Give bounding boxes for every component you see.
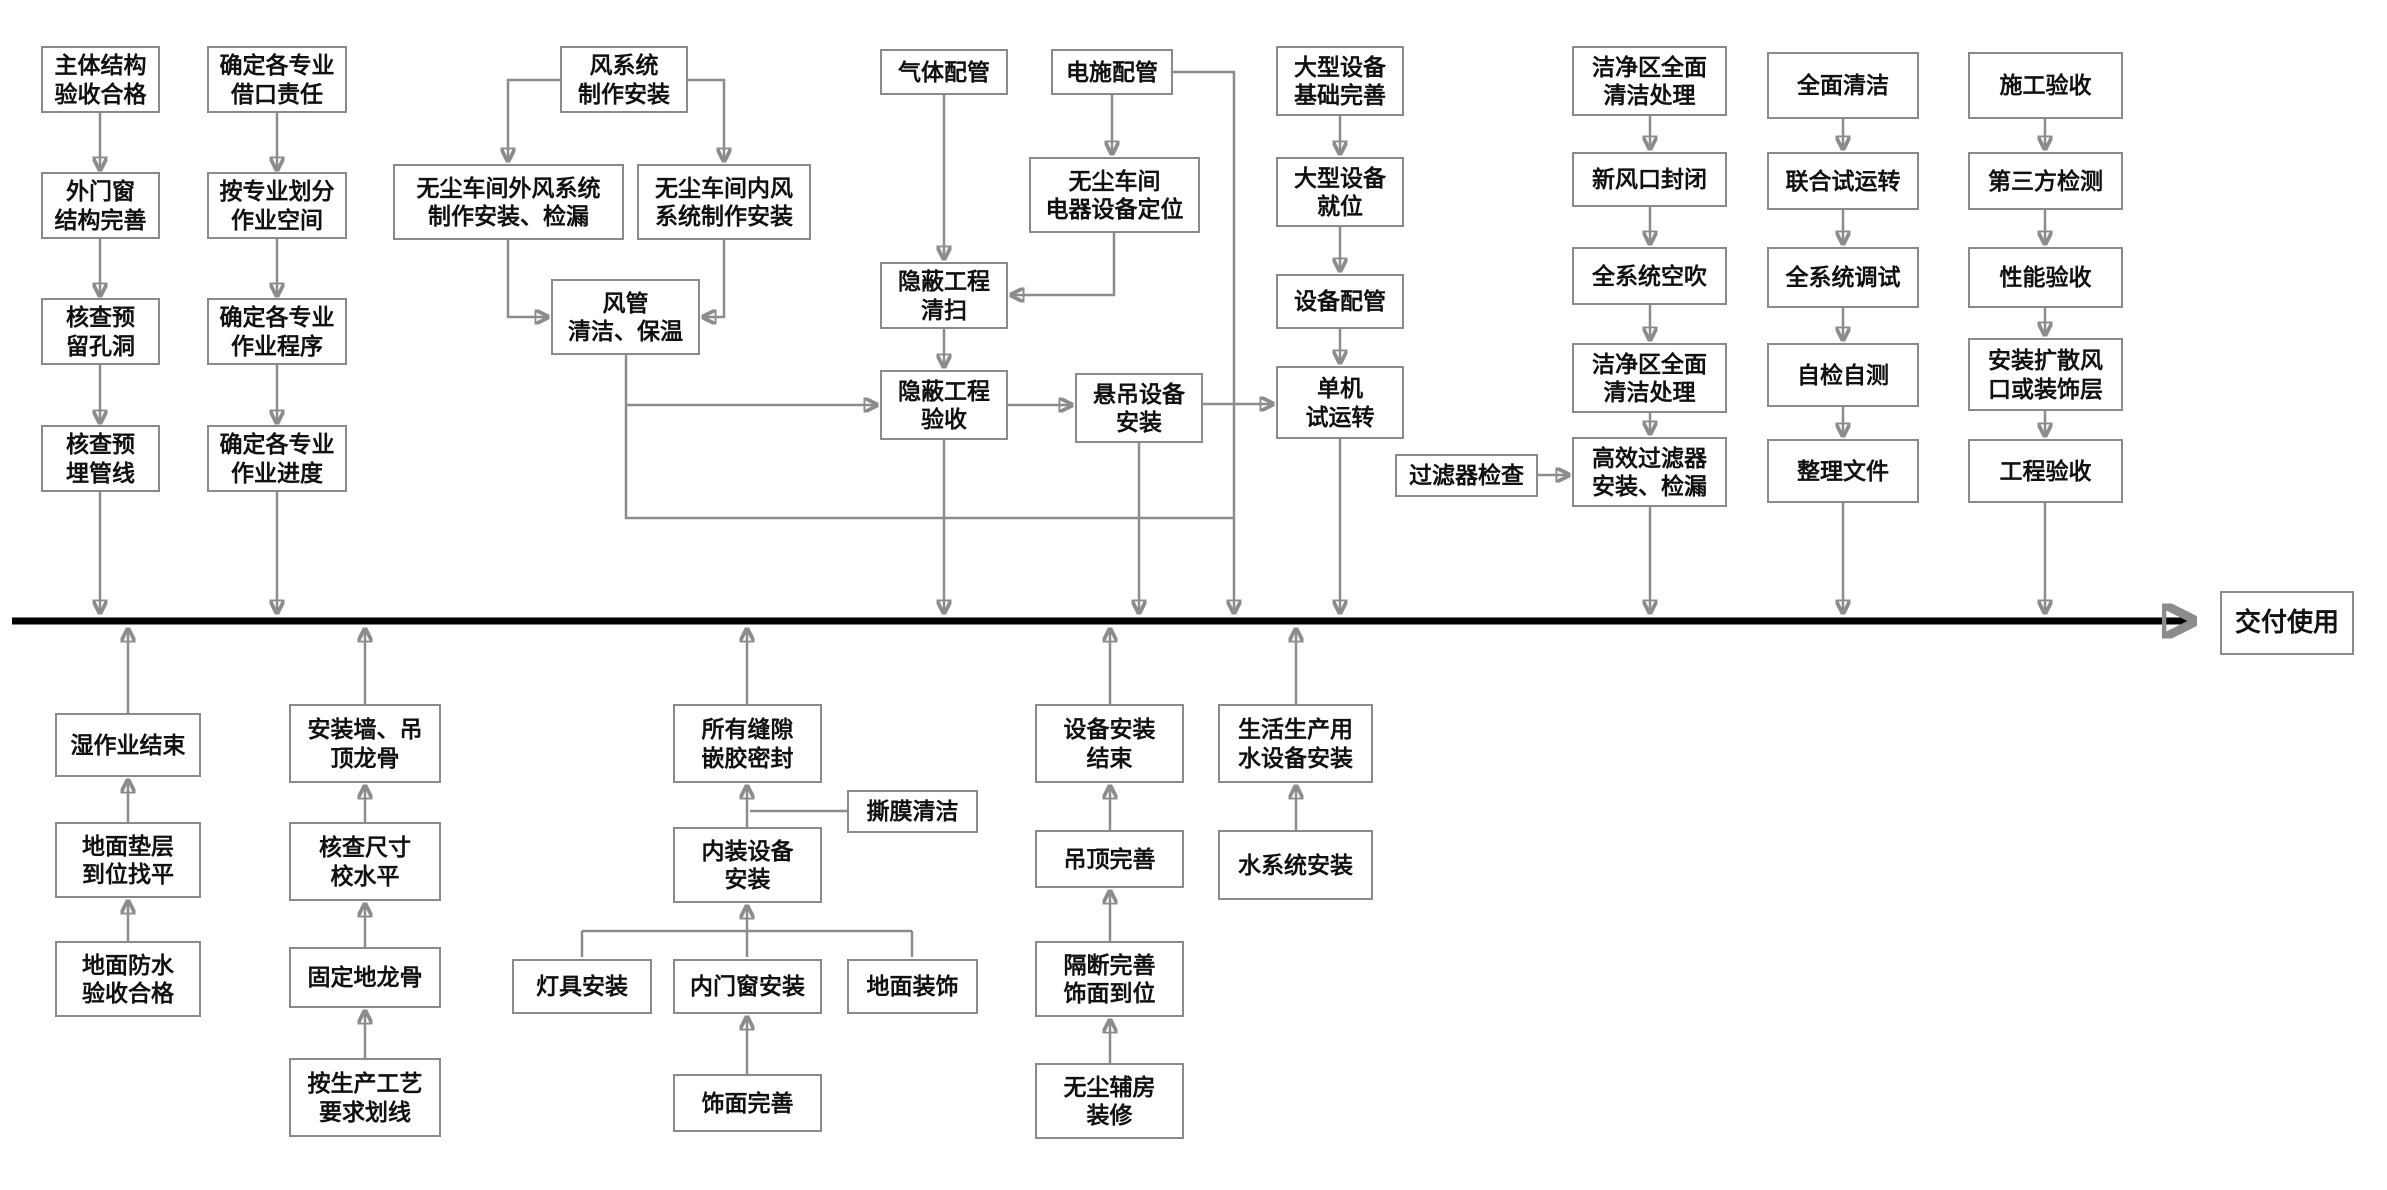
- node-concealed-works-cleaning: 隐蔽工程 清扫: [880, 262, 1008, 329]
- node-main-structure-accepted: 主体结构 验收合格: [41, 46, 160, 113]
- node-equipment-piping: 设备配管: [1276, 274, 1404, 329]
- node-lighting-installation: 灯具安装: [512, 959, 652, 1014]
- node-large-equipment-in-place: 大型设备 就位: [1276, 157, 1404, 227]
- node-performance-acceptance: 性能验收: [1968, 247, 2123, 308]
- node-electrical-piping: 电施配管: [1051, 49, 1173, 95]
- node-self-inspection: 自检自测: [1767, 343, 1919, 407]
- bottom-flow-connectors: [128, 629, 1296, 1074]
- top-flow-connectors: [100, 70, 2045, 613]
- node-duct-cleaning-insulation: 风管 清洁、保温: [551, 279, 700, 355]
- node-define-trade-work-procedures: 确定各专业 作业程序: [207, 298, 347, 365]
- node-large-equipment-foundation: 大型设备 基础完善: [1276, 46, 1404, 116]
- node-third-party-testing: 第三方检测: [1968, 152, 2123, 210]
- node-fresh-air-inlet-sealed: 新风口封闭: [1572, 152, 1727, 207]
- node-cleanroom-inner-air-system: 无尘车间内风 系统制作安装: [637, 164, 811, 240]
- node-suspended-equipment-installation: 悬吊设备 安装: [1075, 373, 1203, 443]
- node-water-system-installation: 水系统安装: [1218, 830, 1373, 900]
- node-overall-cleaning: 全面清洁: [1767, 52, 1919, 119]
- node-partition-finish-in-place: 隔断完善 饰面到位: [1035, 941, 1184, 1017]
- node-check-embedded-pipelines: 核查预 埋管线: [41, 425, 160, 492]
- node-project-acceptance: 工程验收: [1968, 439, 2123, 503]
- node-construction-acceptance: 施工验收: [1968, 52, 2123, 119]
- node-cleanroom-electrical-equipment-positioning: 无尘车间 电器设备定位: [1029, 157, 1200, 233]
- node-marking-per-process-requirements: 按生产工艺 要求划线: [289, 1058, 441, 1137]
- node-film-peel-cleaning: 撕膜清洁: [847, 790, 978, 833]
- node-define-trade-work-schedule: 确定各专业 作业进度: [207, 425, 347, 492]
- node-full-system-commissioning: 全系统调试: [1767, 247, 1919, 308]
- node-divide-workspace-by-trade: 按专业划分 作业空间: [207, 172, 347, 239]
- node-fix-floor-keel: 固定地龙骨: [289, 947, 441, 1008]
- node-hepa-filter-installation-leak-check: 高效过滤器 安装、检漏: [1572, 437, 1727, 507]
- node-concealed-works-acceptance: 隐蔽工程 验收: [880, 370, 1008, 440]
- node-wet-work-finished: 湿作业结束: [55, 713, 201, 777]
- node-floor-cushion-leveling: 地面垫层 到位找平: [55, 822, 201, 898]
- node-floor-decoration: 地面装饰: [847, 959, 978, 1014]
- node-clean-area-full-cleaning-1: 洁净区全面 清洁处理: [1572, 46, 1727, 116]
- node-install-diffuser-or-decorative-layer: 安装扩散风 口或装饰层: [1968, 338, 2123, 411]
- node-interior-equipment-installation: 内装设备 安装: [673, 827, 822, 903]
- node-define-trade-interface-responsibilities: 确定各专业 借口责任: [207, 46, 347, 113]
- node-cleanroom-auxiliary-room-decoration: 无尘辅房 装修: [1035, 1063, 1184, 1139]
- node-filter-inspection: 过滤器检查: [1395, 454, 1538, 497]
- node-check-reserved-openings: 核查预 留孔洞: [41, 298, 160, 365]
- node-delivery-for-use: 交付使用: [2220, 591, 2354, 655]
- node-cleanroom-outer-air-system: 无尘车间外风系统 制作安装、检漏: [393, 164, 624, 240]
- node-single-machine-trial-run: 单机 试运转: [1276, 366, 1404, 439]
- node-document-organization: 整理文件: [1767, 439, 1919, 503]
- node-air-system-fabrication-installation: 风系统 制作安装: [560, 46, 688, 113]
- node-interior-doors-windows-installation: 内门窗安装: [673, 959, 822, 1014]
- node-all-gaps-sealed: 所有缝隙 嵌胶密封: [673, 704, 822, 783]
- node-install-wall-ceiling-keel: 安装墙、吊 顶龙骨: [289, 704, 441, 783]
- node-domestic-production-water-equipment: 生活生产用 水设备安装: [1218, 704, 1373, 783]
- node-equipment-installation-finished: 设备安装 结束: [1035, 704, 1184, 783]
- node-gas-piping: 气体配管: [880, 49, 1008, 95]
- node-exterior-doors-windows-complete: 外门窗 结构完善: [41, 172, 160, 239]
- node-finish-complete: 饰面完善: [673, 1074, 822, 1132]
- node-floor-waterproof-accepted: 地面防水 验收合格: [55, 941, 201, 1017]
- node-clean-area-full-cleaning-2: 洁净区全面 清洁处理: [1572, 343, 1727, 413]
- node-joint-trial-run: 联合试运转: [1767, 152, 1919, 210]
- node-full-system-air-blow: 全系统空吹: [1572, 247, 1727, 305]
- node-check-dimensions-level: 核查尺寸 校水平: [289, 822, 441, 901]
- node-ceiling-complete: 吊顶完善: [1035, 830, 1184, 888]
